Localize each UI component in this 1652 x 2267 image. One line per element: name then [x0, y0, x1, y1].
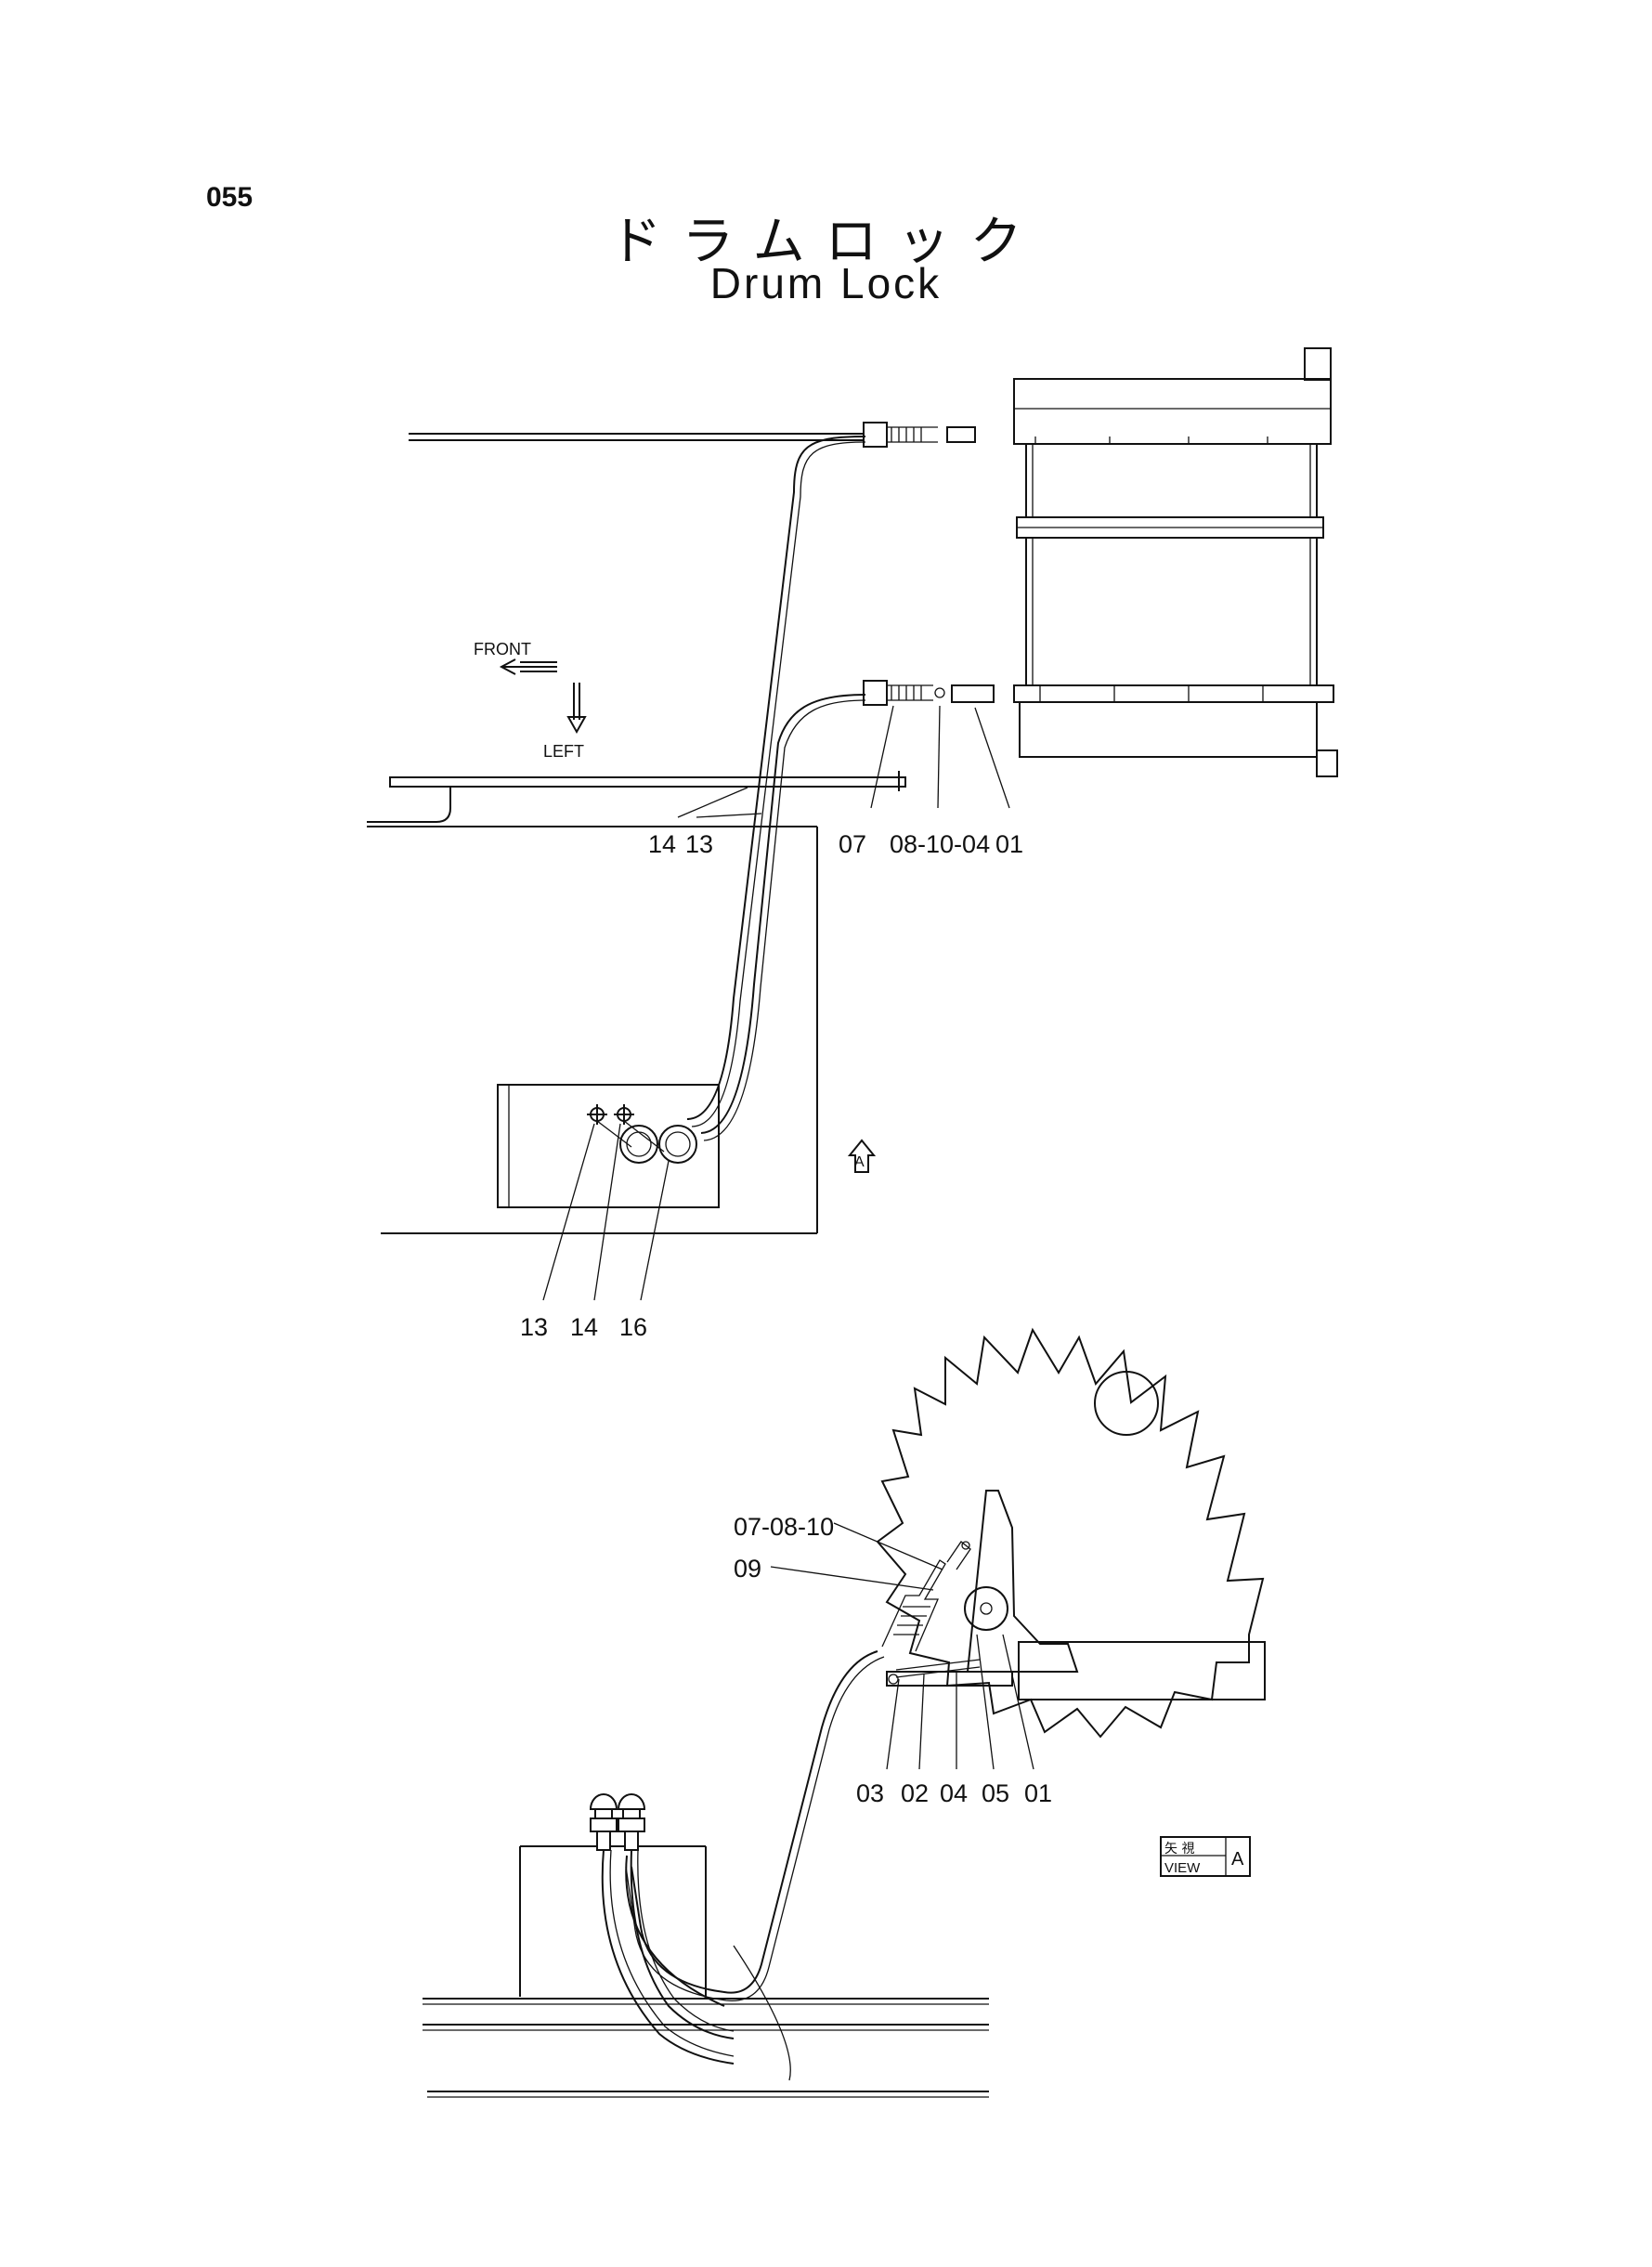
svg-text:矢 視: 矢 視 — [1164, 1842, 1194, 1857]
left-label: LEFT — [543, 742, 584, 761]
callout-14: 14 — [648, 830, 676, 858]
callout-03: 03 — [856, 1779, 884, 1807]
drum-gear — [876, 1327, 1265, 1739]
svg-text:VIEW: VIEW — [1164, 1860, 1201, 1876]
callout-13: 13 — [685, 830, 713, 858]
knob-icon — [587, 1104, 632, 1148]
callout-08-10-04: 08-10-04 — [890, 830, 990, 858]
callout-09: 09 — [734, 1555, 761, 1583]
callout-14-lower: 14 — [570, 1313, 598, 1341]
drum-assembly — [1013, 347, 1338, 777]
view-a-label-box: 矢 視 VIEW A — [1160, 1836, 1251, 1877]
callout-07-08-10: 07-08-10 — [734, 1513, 834, 1541]
valve-icon — [589, 1793, 618, 1851]
callout-02: 02 — [901, 1779, 929, 1807]
svg-text:A: A — [1231, 1849, 1244, 1870]
page-number: 055 — [206, 182, 254, 213]
callout-13-lower: 13 — [520, 1313, 548, 1341]
title-english: Drum Lock — [709, 259, 943, 307]
front-direction-arrow: FRONT — [474, 640, 557, 675]
title-japanese: ドラムロック — [609, 212, 1043, 272]
top-view: FRONT LEFT A 14 13 07 08-1 — [367, 347, 1338, 1341]
left-direction-arrow: LEFT — [543, 683, 587, 761]
callout-16: 16 — [619, 1313, 647, 1341]
callout-01-view-a: 01 — [1024, 1779, 1052, 1807]
callout-05: 05 — [982, 1779, 1009, 1807]
front-label: FRONT — [474, 640, 531, 658]
view-a-marker-icon: A — [847, 1139, 877, 1173]
valve-icon — [617, 1793, 646, 1851]
view-a: 07-08-10 09 03 02 04 05 01 矢 視 VIEW A — [423, 1327, 1266, 2098]
callout-04: 04 — [940, 1779, 968, 1807]
callout-07: 07 — [839, 830, 866, 858]
svg-text:A: A — [854, 1154, 865, 1170]
knob-icon — [614, 1104, 665, 1153]
callout-01: 01 — [995, 830, 1023, 858]
